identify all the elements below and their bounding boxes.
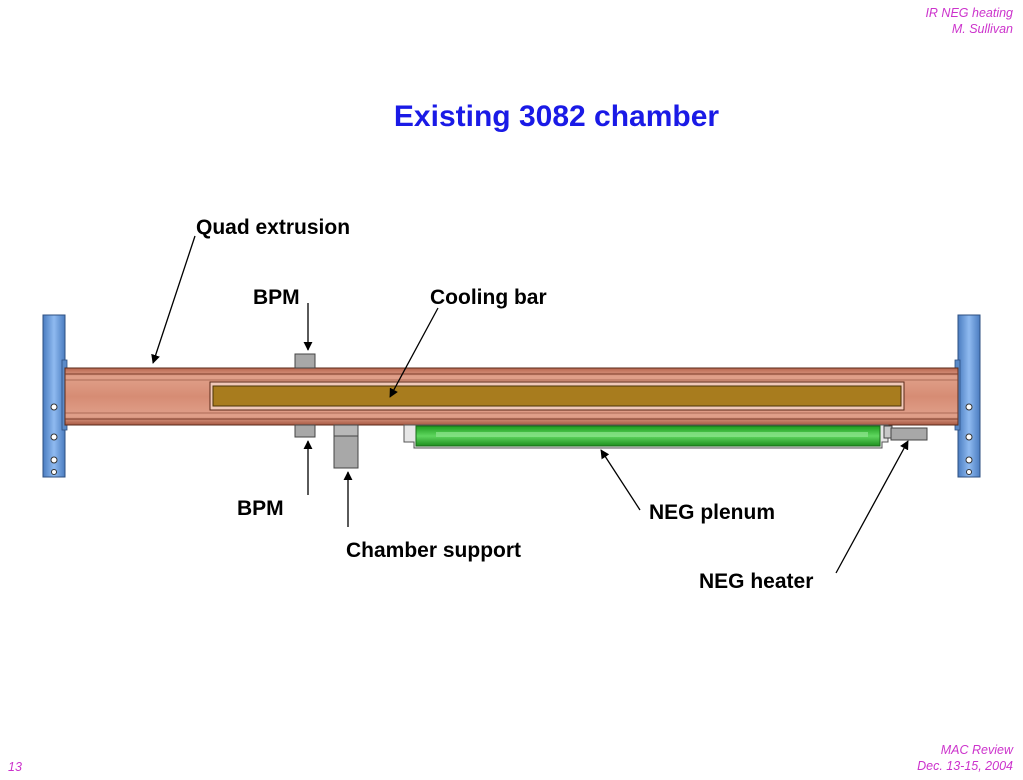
bpm-bottom-button	[294, 424, 316, 438]
neg-plenum-label: NEG plenum	[649, 501, 776, 524]
quad-extrusion-arrow	[151, 235, 196, 364]
chamber-support-body	[333, 424, 359, 469]
chamber-support-label: Chamber support	[346, 539, 522, 562]
neg-heater-label: NEG heater	[699, 570, 814, 593]
neg-heater-body	[883, 425, 928, 441]
bpm-top-button	[294, 353, 316, 369]
neg-heater-arrow	[835, 440, 909, 574]
bpm-top-label: BPM	[253, 286, 300, 309]
header-info: IR NEG heating M. Sullivan	[925, 5, 1013, 37]
quad-extrusion-label: Quad extrusion	[196, 216, 351, 239]
page-number: 13	[8, 760, 22, 774]
header-topic: IR NEG heating	[925, 6, 1013, 20]
page-title: Existing 3082 chamber	[393, 100, 720, 133]
bpm-bottom-label: BPM	[237, 497, 284, 520]
neg-plenum-arrow	[600, 449, 641, 511]
header-author: M. Sullivan	[951, 22, 1013, 36]
cooling-bar-arrow	[389, 307, 439, 398]
footer-event: MAC Review	[940, 743, 1013, 757]
cooling-bar-body	[209, 381, 905, 411]
cooling-bar-label: Cooling bar	[430, 286, 547, 309]
footer-info: MAC Review Dec. 13-15, 2004	[917, 742, 1013, 774]
right-flange	[954, 314, 981, 478]
left-flange	[42, 314, 68, 478]
neg-plenum-body	[403, 424, 889, 449]
footer-date: Dec. 13-15, 2004	[917, 759, 1013, 773]
